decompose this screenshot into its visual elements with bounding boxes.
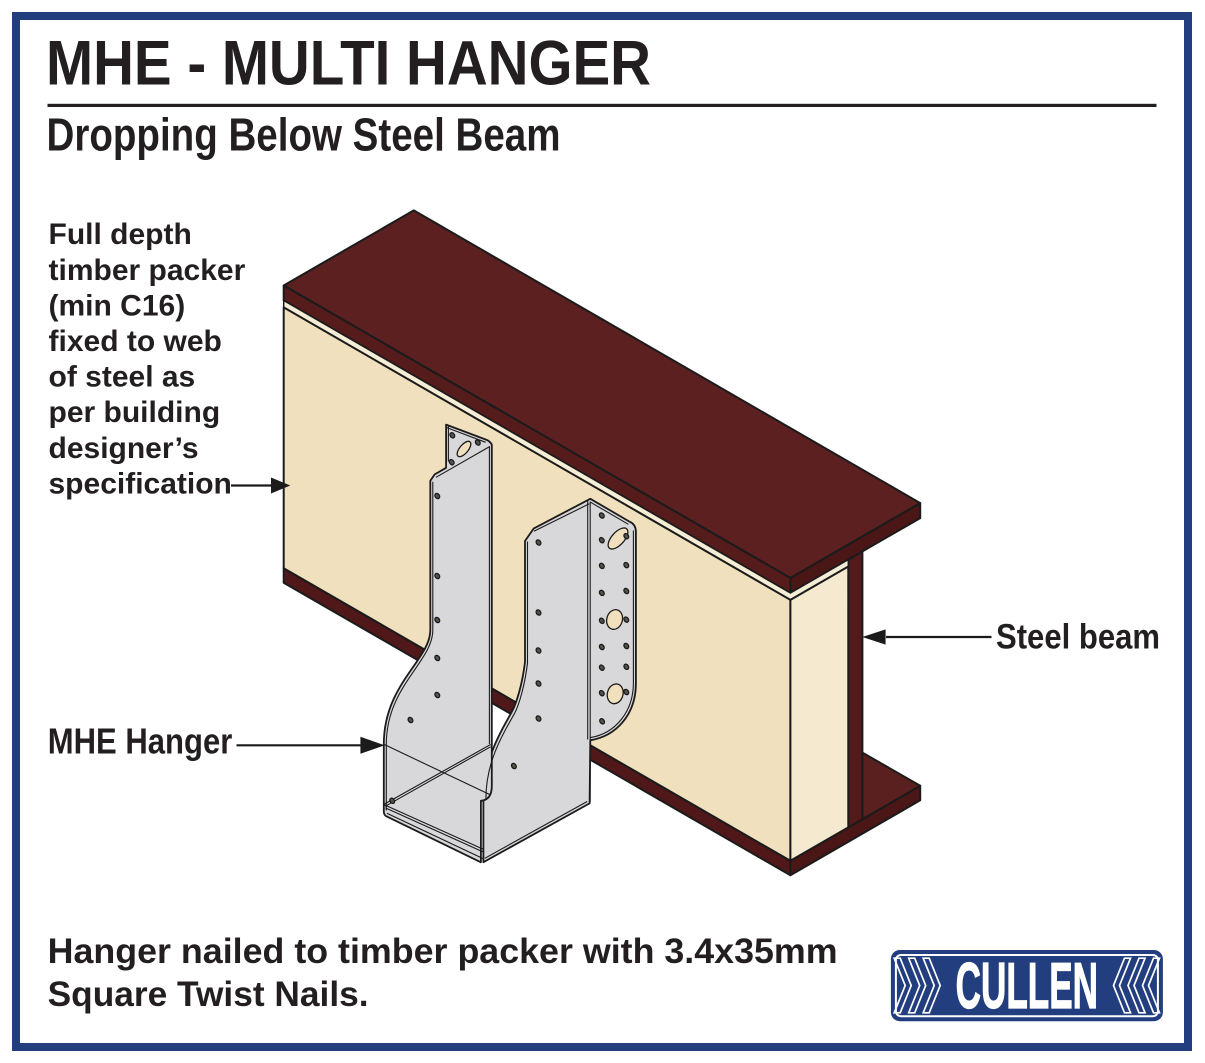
svg-text:timber packer: timber packer <box>49 254 246 287</box>
svg-text:Square Twist Nails.: Square Twist Nails. <box>48 974 369 1014</box>
svg-text:(min C16): (min C16) <box>49 289 186 322</box>
svg-text:Full depth: Full depth <box>49 218 192 251</box>
svg-text:of steel as: of steel as <box>49 361 196 394</box>
svg-text:Dropping Below Steel Beam: Dropping Below Steel Beam <box>47 109 561 161</box>
svg-text:CULLEN: CULLEN <box>956 949 1098 1022</box>
svg-text:per building: per building <box>49 396 221 429</box>
svg-text:designer’s: designer’s <box>49 432 199 465</box>
svg-text:specification: specification <box>49 467 232 500</box>
svg-text:Hanger nailed to timber packer: Hanger nailed to timber packer with 3.4x… <box>48 931 838 971</box>
svg-text:fixed to web: fixed to web <box>49 325 222 358</box>
svg-text:MHE Hanger: MHE Hanger <box>48 720 233 761</box>
svg-text:MHE - MULTI HANGER: MHE - MULTI HANGER <box>46 29 651 99</box>
svg-text:Steel beam: Steel beam <box>996 618 1160 657</box>
